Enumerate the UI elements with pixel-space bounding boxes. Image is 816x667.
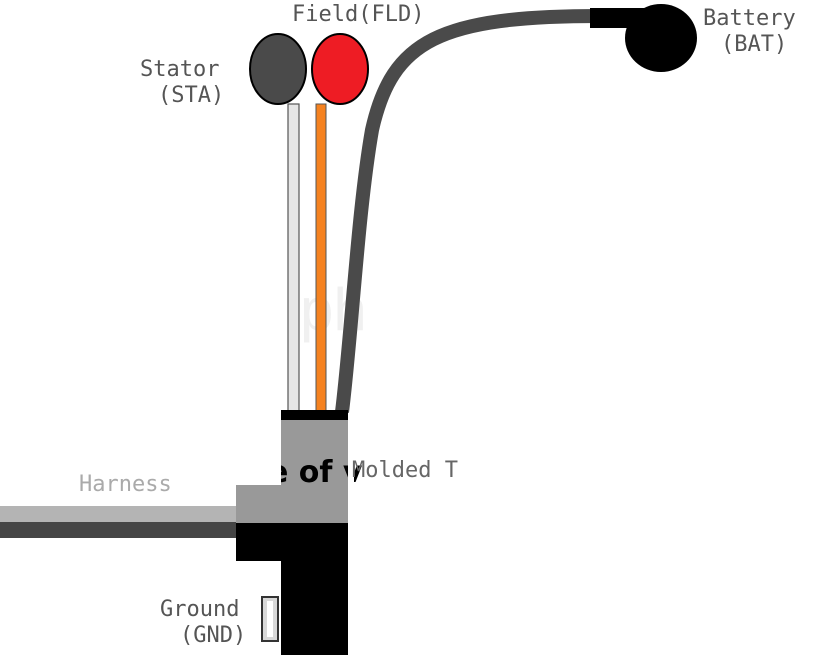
- battery-terminal: [625, 4, 697, 72]
- connector-upper-body: [281, 420, 348, 523]
- battery-label-line2: (BAT): [721, 32, 788, 57]
- connector-top-cap: [281, 410, 348, 420]
- battery-label-line1: Battery: [703, 6, 796, 31]
- harness-cable-dark: [0, 522, 236, 538]
- overlay-mask-left: [236, 455, 281, 485]
- ground-label-line1: Ground: [160, 597, 240, 622]
- ground-terminal-slot: [267, 601, 273, 637]
- connector-lower-body: [236, 523, 348, 561]
- ground-label-line2: (GND): [180, 623, 247, 648]
- harness-cable-light: [0, 506, 236, 522]
- field-terminal: [311, 33, 369, 105]
- harness-boot: [236, 485, 281, 523]
- stator-terminal: [249, 33, 307, 105]
- connector-overlay-text: e of v: [268, 455, 363, 490]
- connector-stem: [281, 561, 348, 655]
- harness-label: Harness: [79, 472, 172, 497]
- field-label: Field(FLD): [292, 2, 425, 27]
- stator-label-line1: Stator: [140, 57, 220, 82]
- battery-wire: [335, 9, 601, 413]
- stator-wire: [287, 103, 300, 413]
- field-wire: [315, 103, 327, 413]
- stator-label-line2: (STA): [158, 83, 225, 108]
- overlay-mask-right: [348, 455, 354, 485]
- molded-label: Molded T: [352, 458, 458, 483]
